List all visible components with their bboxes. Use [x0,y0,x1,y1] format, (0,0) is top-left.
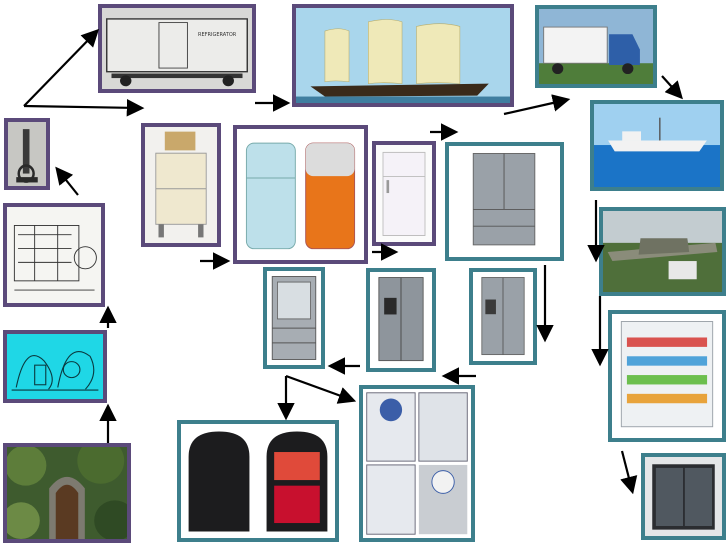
sailing-ship-icon [296,8,510,103]
patent-drawing-panel [3,203,105,307]
retro-fridges-icon [237,129,364,260]
glass-door-cooler-icon [645,457,722,536]
dispenser-fridge-panel [366,268,436,372]
arrow-down-4 [620,450,638,495]
cargo-ship-panel [590,100,724,191]
mini-cooler-icon [181,424,335,538]
engine-panel [4,118,50,190]
vapor-machine-panel [3,330,107,403]
side-by-side-fridge-icon [473,272,533,361]
white-fridge-icon [376,145,432,242]
retro-fridges-panel [233,125,368,264]
patent-drawing-icon [7,207,101,303]
mini-cooler-panel [177,420,339,542]
refrigerator-rail-car-icon [102,8,252,89]
arrow-up-3 [55,166,79,196]
refrigerated-truck-icon [539,9,653,84]
side-by-side-panel [469,268,537,365]
french-door-panel [445,142,564,261]
rail-car-label: REFRIGERATOR [198,32,237,38]
rail-car-panel: REFRIGERATOR [98,4,256,93]
display-cooler-panel [608,310,726,442]
stone-ice-house-icon [7,447,127,539]
cargo-plane-panel [599,207,726,296]
built-in-fridge-icon [267,271,321,365]
dispenser-fridge-icon [370,272,432,368]
arrow-diag-up [23,28,100,107]
compressor-engine-icon [8,122,46,186]
arrow-right-1 [23,98,145,117]
truck-panel [535,5,657,88]
arrow-diag-down [285,374,357,404]
built-in-panel [263,267,325,369]
monitor-top-fridge-icon [145,127,217,243]
robot-fridge-panel [359,385,475,542]
sailing-ship-panel [292,4,514,107]
robot-fridge-icon [363,389,471,538]
open-display-cooler-icon [612,314,722,438]
ice-house-panel [3,443,131,543]
french-door-fridge-icon [449,146,560,257]
cyan-blueprint-icon [7,334,103,399]
cargo-plane-icon [603,211,722,292]
cargo-ship-icon [594,104,720,187]
white-fridge-panel [372,141,436,246]
glass-cooler-panel [641,453,726,540]
arrow-down-1 [661,75,683,100]
monitor-top-panel [141,123,221,247]
